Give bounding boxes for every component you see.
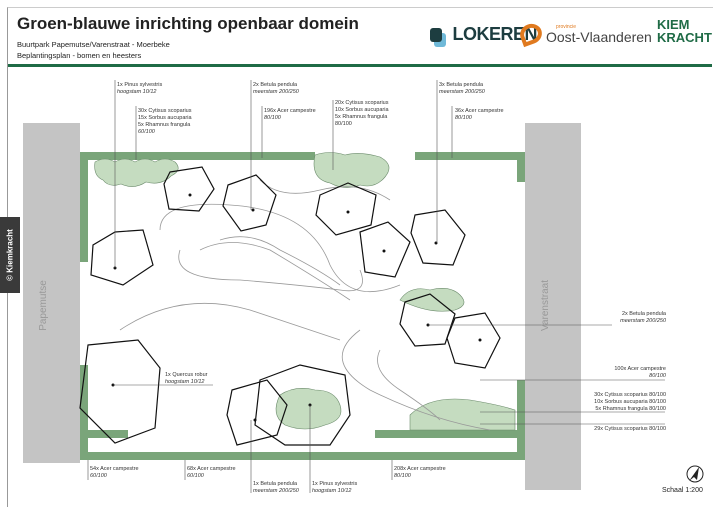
- shrub-mass: [94, 152, 516, 431]
- tree-betula-8: [226, 379, 288, 446]
- copyright-tab: © Kiemkracht: [0, 217, 20, 293]
- street-varenstraat: [525, 123, 581, 490]
- scale-label: Schaal 1:200: [662, 487, 703, 494]
- north-arrow-icon: [686, 465, 704, 483]
- tree-betula-5: [410, 209, 466, 266]
- tree-pinus-2: [254, 364, 351, 446]
- subtitle-plan: Beplantingsplan - bomen en heesters: [17, 51, 142, 60]
- page-title: Groen-blauwe inrichting openbaar domein: [17, 14, 359, 33]
- tree-pinus-1: [90, 229, 154, 286]
- tree-betula-7: [446, 312, 501, 369]
- tree-betula-2: [222, 174, 277, 232]
- tree-quercus: [79, 339, 161, 444]
- tree-canopies: [79, 166, 501, 446]
- street-papemutse: [23, 123, 80, 463]
- street-label-varenstraat: Varenstraat: [539, 280, 551, 331]
- header-divider: [8, 64, 712, 67]
- tree-betula-1: [163, 166, 215, 212]
- tree-betula-4: [359, 221, 411, 278]
- street-label-papemutse: Papemutse: [37, 280, 49, 331]
- leader-lines: [87, 80, 665, 493]
- logo-lokeren: LOKEREN: [430, 24, 537, 45]
- tree-betula-6: [399, 293, 456, 347]
- label-cytisus-right: 29x Cytisus scoparius 80/100: [594, 426, 666, 432]
- footpath: [119, 179, 491, 431]
- subtitle-location: Buurtpark Papemutse/Varenstraat - Moerbe…: [17, 40, 170, 49]
- tree-betula-3: [315, 182, 377, 236]
- lokeren-icon: [430, 27, 442, 42]
- logo-kiemkracht: KIEM KRACHT: [657, 17, 712, 45]
